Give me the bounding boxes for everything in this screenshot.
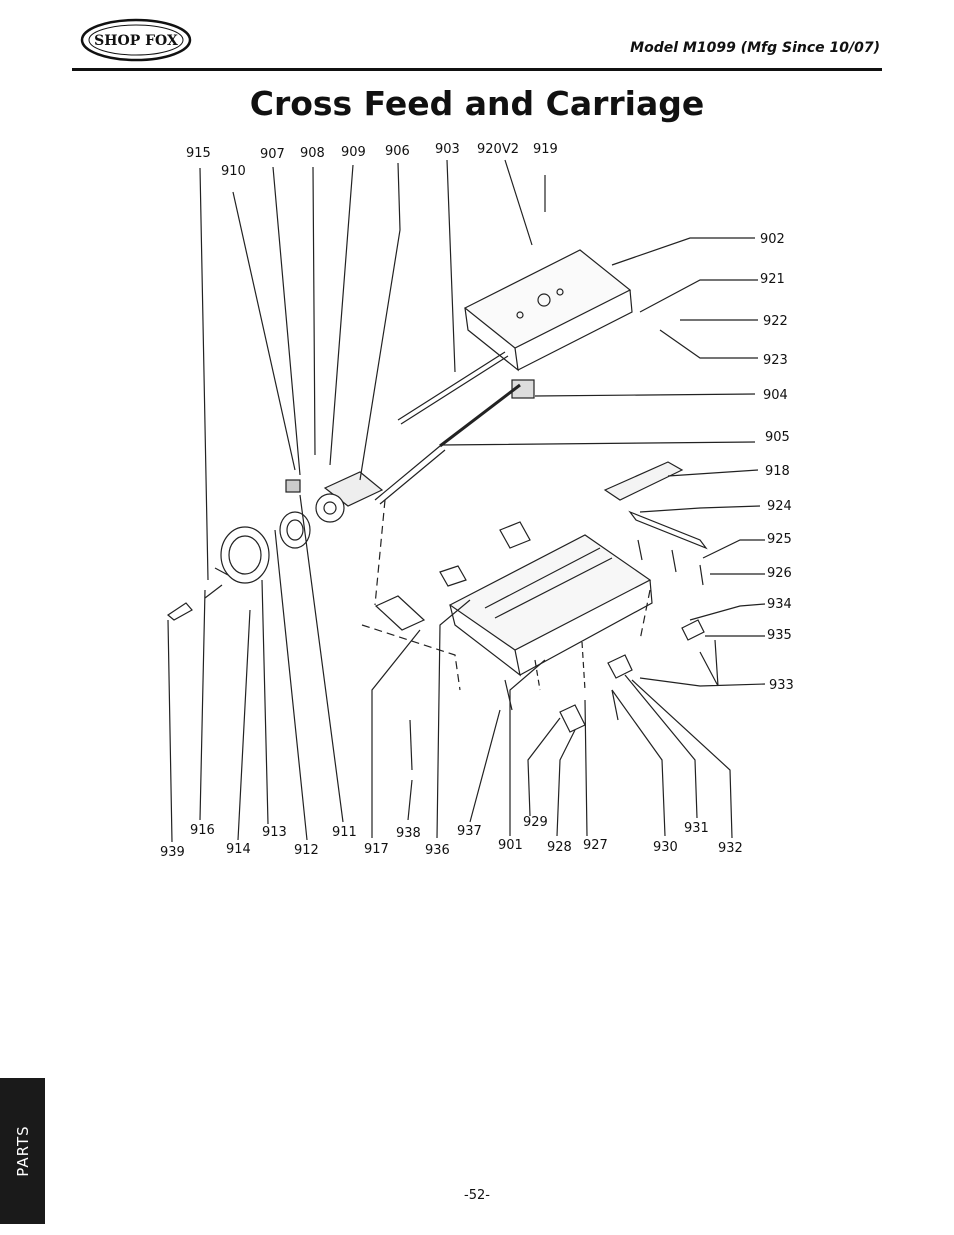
- part-label-933: 933: [769, 678, 794, 693]
- logo-text: SHOP FOX: [94, 33, 178, 49]
- part-label-901: 901: [498, 838, 523, 853]
- part-label-903: 903: [435, 142, 460, 157]
- part-label-914: 914: [226, 842, 251, 857]
- model-text: Model M1099 (Mfg Since 10/07): [630, 40, 880, 56]
- part-label-919: 919: [533, 142, 558, 157]
- part-label-905: 905: [765, 430, 790, 445]
- part-label-913: 913: [262, 825, 287, 840]
- header-rule: [72, 68, 882, 71]
- part-label-906: 906: [385, 144, 410, 159]
- part-label-909: 909: [341, 145, 366, 160]
- part-label-921: 921: [760, 272, 785, 287]
- parts-section-tab: PARTS: [0, 1078, 45, 1224]
- exploded-parts-diagram: 915 910 907 908 909 906 903 920V2 919 90…: [160, 142, 794, 860]
- part-label-925: 925: [767, 532, 792, 547]
- part-label-912: 912: [294, 843, 319, 858]
- part-label-937: 937: [457, 824, 482, 839]
- shop-fox-logo: SHOP FOX: [80, 18, 192, 62]
- part-label-902: 902: [760, 232, 785, 247]
- part-label-929: 929: [523, 815, 548, 830]
- part-label-938: 938: [396, 826, 421, 841]
- part-label-923: 923: [763, 353, 788, 368]
- part-label-922: 922: [763, 314, 788, 329]
- part-label-930: 930: [653, 840, 678, 855]
- part-label-904: 904: [763, 388, 788, 403]
- part-label-934: 934: [767, 597, 792, 612]
- part-label-908: 908: [300, 146, 325, 161]
- part-label-916: 916: [190, 823, 215, 838]
- part-label-911: 911: [332, 825, 357, 840]
- side-tab-label: PARTS: [13, 1125, 32, 1177]
- part-label-927: 927: [583, 838, 608, 853]
- part-label-918: 918: [765, 464, 790, 479]
- part-label-931: 931: [684, 821, 709, 836]
- part-label-939: 939: [160, 845, 185, 860]
- part-label-910: 910: [221, 164, 246, 179]
- part-label-915: 915: [186, 146, 211, 161]
- part-label-907: 907: [260, 147, 285, 162]
- page-number: -52-: [464, 1188, 490, 1203]
- part-label-928: 928: [547, 840, 572, 855]
- part-label-935: 935: [767, 628, 792, 643]
- part-label-936: 936: [425, 843, 450, 858]
- part-label-926: 926: [767, 566, 792, 581]
- part-label-932: 932: [718, 841, 743, 856]
- part-label-924: 924: [767, 499, 792, 514]
- part-label-917: 917: [364, 842, 389, 857]
- page-title: Cross Feed and Carriage: [249, 84, 705, 123]
- part-label-920v2: 920V2: [477, 142, 519, 157]
